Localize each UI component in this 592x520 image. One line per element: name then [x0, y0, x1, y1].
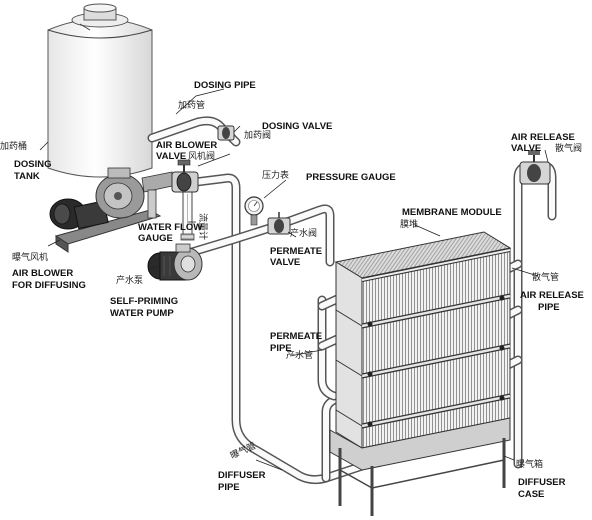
svg-text:PRESSURE GAUGE: PRESSURE GAUGE — [306, 172, 396, 183]
label-permeate-valve: 产水阀 PERMEATE VALVE — [270, 227, 322, 268]
air-blower — [49, 167, 173, 253]
svg-text:散气阀: 散气阀 — [555, 142, 582, 154]
label-pressure-gauge: 压力表 PRESSURE GAUGE — [262, 169, 396, 183]
svg-text:WATER PUMP: WATER PUMP — [110, 308, 174, 319]
svg-text:PIPE: PIPE — [270, 343, 292, 354]
svg-text:风机阀: 风机阀 — [188, 150, 215, 162]
svg-text:产水阀: 产水阀 — [290, 227, 317, 239]
svg-text:加药桶: 加药桶 — [0, 140, 27, 152]
label-self-priming-pump: 产水泵 SELF-PRIMING WATER PUMP — [110, 274, 178, 319]
air-release-pipe — [501, 161, 557, 469]
self-priming-water-pump — [147, 243, 203, 281]
svg-text:WATER FLOW: WATER FLOW — [138, 222, 202, 233]
label-membrane-module: MEMBRANE MODULE 膜堆 — [400, 207, 502, 230]
label-diffuser-case: 曝气箱 DIFFUSER CASE — [516, 458, 566, 500]
svg-text:加药管: 加药管 — [178, 99, 205, 111]
label-air-release-pipe: 散气管 AIR RELEASE PIPE — [520, 271, 584, 313]
membrane-module — [334, 231, 512, 449]
svg-text:DOSING VALVE: DOSING VALVE — [262, 121, 332, 132]
svg-text:PERMEATE: PERMEATE — [270, 331, 322, 342]
svg-text:AIR BLOWER: AIR BLOWER — [156, 140, 217, 151]
svg-text:DOSING: DOSING — [14, 159, 51, 170]
svg-text:PIPE: PIPE — [218, 482, 240, 493]
svg-text:SELF-PRIMING: SELF-PRIMING — [110, 296, 178, 307]
label-water-flow-gauge: WATER FLOW GAUGE 流量计 — [138, 213, 209, 244]
dosing-tank — [47, 3, 153, 178]
diffuser-case — [329, 417, 511, 516]
svg-text:MEMBRANE MODULE: MEMBRANE MODULE — [402, 207, 502, 218]
svg-text:VALVE: VALVE — [156, 151, 186, 162]
svg-text:加药阀: 加药阀 — [244, 130, 271, 141]
leader-lines — [39, 88, 549, 471]
air-release-valve — [519, 150, 551, 185]
svg-text:DIFFUSER: DIFFUSER — [218, 470, 266, 481]
svg-text:PIPE: PIPE — [538, 302, 560, 313]
svg-text:膜堆: 膜堆 — [400, 219, 418, 230]
dosing-valve — [217, 125, 235, 141]
svg-text:AIR BLOWER: AIR BLOWER — [12, 268, 73, 279]
svg-text:GAUGE: GAUGE — [138, 233, 173, 244]
svg-text:VALVE: VALVE — [511, 143, 541, 154]
svg-text:产水泵: 产水泵 — [116, 274, 143, 286]
svg-text:DOSING PIPE: DOSING PIPE — [194, 80, 256, 91]
svg-text:FOR DIFFUSING: FOR DIFFUSING — [12, 280, 86, 291]
svg-text:CASE: CASE — [518, 489, 544, 500]
label-air-release-valve: AIR RELEASE VALVE 散气阀 — [511, 132, 582, 154]
svg-text:AIR RELEASE: AIR RELEASE — [511, 132, 575, 143]
air-blower-valve — [171, 159, 199, 193]
pressure-gauge — [244, 196, 264, 226]
svg-text:流量计: 流量计 — [197, 213, 209, 240]
svg-text:产水管: 产水管 — [286, 349, 313, 361]
label-air-blower-valve: AIR BLOWER VALVE 风机阀 — [156, 140, 217, 162]
permeate-pipe-main — [187, 204, 349, 401]
label-permeate-pipe: PERMEATE PIPE 产水管 — [270, 331, 322, 361]
svg-text:压力表: 压力表 — [262, 169, 289, 181]
permeate-valve — [267, 212, 291, 235]
svg-text:散气管: 散气管 — [532, 271, 559, 283]
label-dosing-pipe: DOSING PIPE 加药管 — [178, 80, 256, 111]
label-dosing-valve: DOSING VALVE 加药阀 — [244, 121, 332, 141]
svg-text:AIR RELEASE: AIR RELEASE — [520, 290, 584, 301]
svg-text:曝气箱: 曝气箱 — [516, 458, 543, 470]
svg-text:VALVE: VALVE — [270, 257, 300, 268]
svg-text:DIFFUSER: DIFFUSER — [518, 477, 566, 488]
label-air-blower: 曝气风机 AIR BLOWER FOR DIFFUSING — [12, 251, 86, 291]
svg-text:PERMEATE: PERMEATE — [270, 246, 322, 257]
svg-text:TANK: TANK — [14, 171, 40, 182]
svg-text:曝气风机: 曝气风机 — [12, 251, 48, 263]
label-dosing-tank: 加药桶 DOSING TANK — [0, 140, 51, 182]
